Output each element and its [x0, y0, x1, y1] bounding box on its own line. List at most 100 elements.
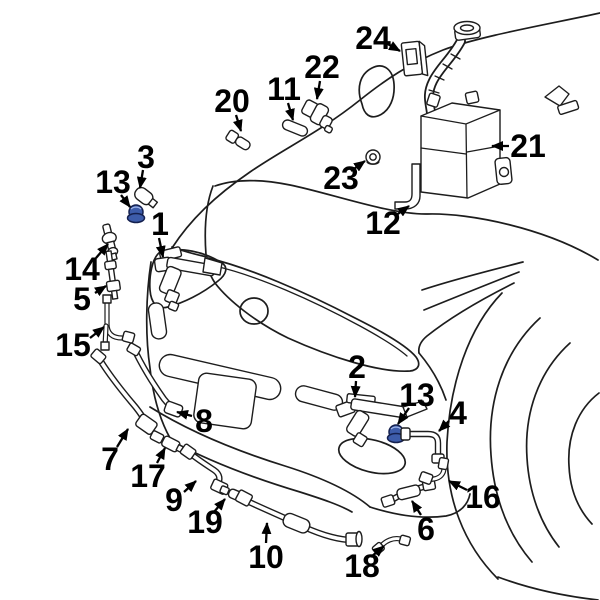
- callout-2: 2: [348, 349, 366, 398]
- callout-7: 7: [101, 428, 129, 477]
- callout-arrow: [313, 80, 324, 100]
- callout-arrow: [89, 326, 105, 339]
- callout-11: 11: [267, 71, 301, 121]
- part-13-grommet-left-graphic: [126, 204, 146, 224]
- brand-emblem-oval: [239, 297, 269, 325]
- part-11-tube-graphic: [281, 119, 309, 137]
- callout-10: 10: [248, 522, 284, 575]
- callout-label: 15: [55, 327, 91, 363]
- part-6-hose-graphic: [380, 478, 437, 508]
- callout-9: 9: [165, 480, 197, 518]
- callout-1: 1: [151, 206, 169, 258]
- rocker-line: [497, 576, 599, 600]
- grille-outline: [206, 257, 420, 372]
- callout-arrow: [155, 447, 167, 464]
- callout-12: 12: [365, 205, 410, 241]
- reservoir-arm-2: [557, 99, 580, 116]
- callout-3: 3: [136, 139, 155, 189]
- part-2-actuator-graphic: [335, 393, 428, 448]
- headlight-outline: [148, 248, 227, 309]
- callout-label: 16: [465, 479, 501, 515]
- callout-14: 14: [64, 243, 109, 287]
- grille-inner-line: [214, 265, 408, 357]
- callout-24: 24: [355, 20, 401, 56]
- bumper-lower-lip: [169, 439, 353, 513]
- fender-crease-2: [423, 271, 520, 311]
- callout-arrow: [350, 160, 366, 172]
- fender-crease-3: [417, 282, 515, 354]
- callout-label: 5: [73, 281, 91, 317]
- callout-label: 11: [267, 71, 301, 107]
- callout-label: 13: [399, 377, 435, 413]
- callout-21: 21: [491, 128, 546, 164]
- callout-label: 21: [510, 128, 546, 164]
- part-5-hose-graphic: [104, 250, 121, 300]
- part-3-nozzle-graphic: [134, 186, 159, 209]
- callout-arrow: [411, 500, 423, 516]
- callout-label: 23: [323, 160, 359, 196]
- callout-label: 12: [365, 205, 401, 241]
- callout-19: 19: [187, 498, 226, 540]
- part-20-plug-graphic: [225, 129, 251, 151]
- callout-label: 9: [165, 482, 183, 518]
- callout-label: 13: [95, 164, 131, 200]
- callout-arrow: [119, 194, 131, 208]
- part-15-joint-graphic: [100, 294, 136, 351]
- mirror-outline: [358, 65, 395, 118]
- callout-arrow: [116, 428, 129, 448]
- callout-arrow: [183, 480, 197, 493]
- callout-label: 18: [344, 548, 380, 584]
- callout-label: 17: [130, 458, 166, 494]
- callout-label: 2: [348, 349, 366, 385]
- callout-label: 4: [449, 395, 467, 431]
- callout-arrow: [155, 237, 166, 258]
- callout-label: 20: [214, 83, 250, 119]
- part-graphics: [90, 20, 580, 555]
- part-23-grommet-graphic: [365, 149, 381, 165]
- callout-18: 18: [344, 545, 385, 584]
- callout-arrow: [213, 498, 226, 513]
- callout-label: 8: [195, 403, 213, 439]
- bumper-side-slot: [147, 302, 168, 340]
- bumper-lower-edge: [149, 406, 371, 508]
- car-body-outline: [145, 12, 600, 600]
- bumper-fender-seam: [418, 352, 447, 401]
- callout-5: 5: [73, 281, 107, 317]
- part-10-hose-graphic: [235, 489, 363, 548]
- callout-arrow: [448, 479, 468, 492]
- callout-label: 22: [304, 49, 340, 85]
- callout-17: 17: [130, 447, 167, 494]
- wheel-arch-arc-3: [525, 342, 571, 548]
- callout-20: 20: [214, 83, 250, 132]
- fender-crease-1: [421, 261, 524, 291]
- callout-13a: 13: [95, 164, 131, 208]
- reservoir-arm: [544, 85, 570, 107]
- callout-arrow: [285, 102, 295, 121]
- bumper-left-edge: [145, 261, 171, 439]
- part-17-connector-graphic: [149, 430, 184, 453]
- callout-arrow: [176, 410, 193, 420]
- callout-arrow: [261, 522, 272, 544]
- part-4-elbow-hose-graphic: [400, 427, 445, 464]
- callout-arrow: [397, 407, 410, 425]
- callout-22: 22: [304, 49, 340, 100]
- part-22-pump-graphic: [301, 99, 333, 134]
- callout-label: 6: [417, 511, 435, 547]
- hood-shutline: [214, 179, 599, 261]
- callout-13b: 13: [397, 377, 435, 425]
- license-plate-recess: [193, 372, 257, 430]
- wheel-arch-arc-4: [567, 392, 600, 525]
- part-16-elbow-joint-graphic: [418, 456, 450, 485]
- fender-front-edge: [204, 185, 214, 256]
- callout-arrow: [232, 114, 243, 132]
- callout-label: 19: [187, 504, 223, 540]
- callout-label: 10: [248, 539, 284, 575]
- callout-arrow: [370, 545, 385, 558]
- wheel-arch-arc-outer: [446, 292, 503, 580]
- callout-label: 24: [355, 20, 391, 56]
- callout-16: 16: [448, 479, 501, 515]
- callout-label: 1: [151, 206, 169, 242]
- callout-arrow: [394, 205, 410, 217]
